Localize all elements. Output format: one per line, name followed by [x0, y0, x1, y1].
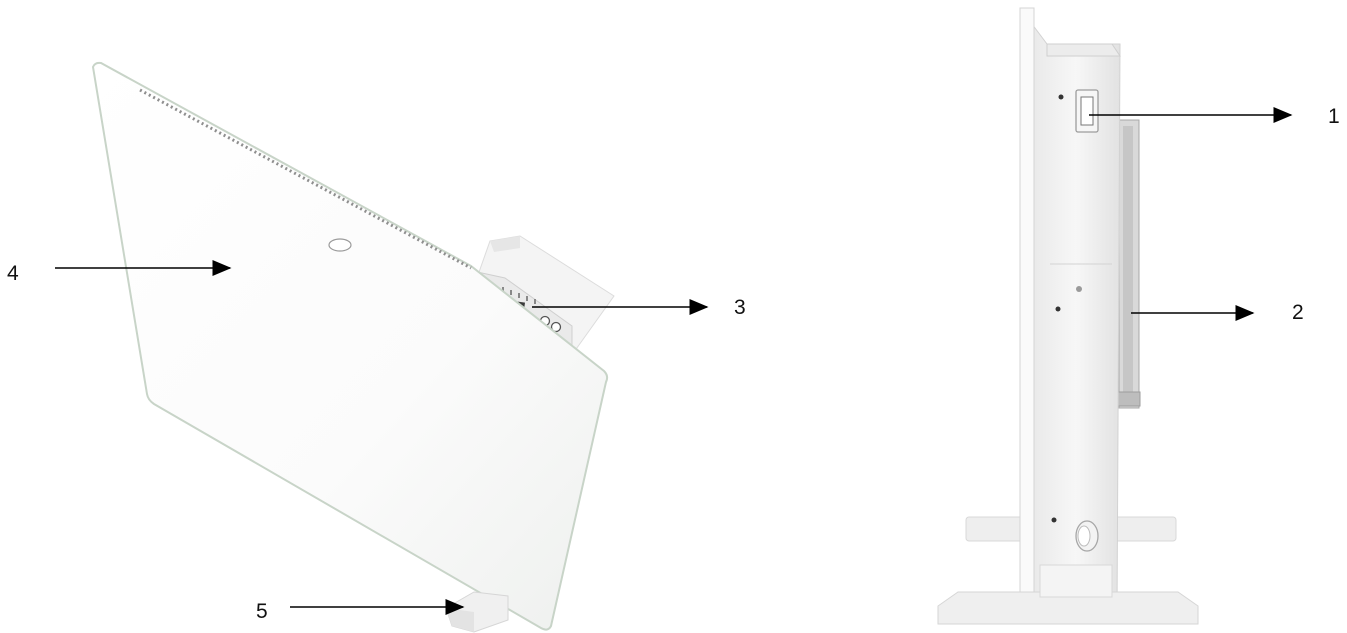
callout-label-2: 2: [1292, 302, 1304, 323]
callout-label-3: 3: [734, 297, 746, 318]
front-foot: [446, 592, 508, 632]
glass-panel: [93, 63, 607, 630]
callout-label-4: 4: [7, 263, 19, 284]
callout-label-1: 1: [1328, 106, 1340, 127]
brand-logo: [329, 239, 351, 251]
heater-side-view: [938, 8, 1198, 624]
callout-label-5: 5: [256, 601, 268, 622]
thermostat-knob: [1076, 521, 1098, 551]
side-glass-edge: [1020, 8, 1034, 616]
heater-front-view: [93, 63, 614, 632]
